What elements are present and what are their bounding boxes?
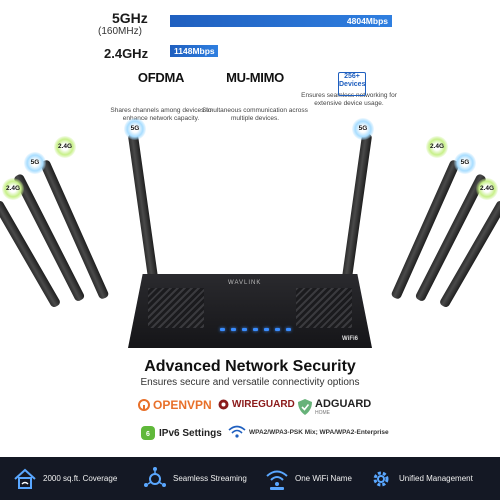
band-5ghz-label: 5GHz [112,10,148,26]
wireguard-icon [218,399,229,410]
streaming-icon [144,466,166,487]
led-indicator [253,328,258,331]
openvpn-label: OPENVPN [153,398,212,412]
led-indicator [275,328,280,331]
footer-coverage-label: 2000 sq.ft. Coverage [43,474,118,483]
antenna-right-4 [340,132,373,293]
footer-wifi-name-label: One WiFi Name [295,474,352,483]
speed-bar-5ghz: 4804Mbps [170,15,392,27]
footer-streaming: Seamless Streaming [142,457,247,500]
antenna-band-label: 2.4G [54,136,76,158]
feature-mu-mimo: MU-MIMO Simultaneous communication acros… [200,70,310,123]
devices-badge-label: Devices [339,81,366,88]
feature-footer-bar: 2000 sq.ft. Coverage Seamless Streaming … [0,457,500,500]
ipv6-settings: 6 IPv6 Settings [140,425,222,441]
footer-coverage: 2000 sq.ft. Coverage [12,457,117,500]
led-indicator [220,328,225,331]
footer-management: Unified Management [368,457,473,500]
footer-streaming-label: Seamless Streaming [173,474,247,483]
antenna-band-label: 5G [352,118,374,140]
router-led-row [220,328,291,331]
security-title: Advanced Network Security [144,358,356,375]
antenna-band-label: 5G [124,118,146,140]
led-indicator [264,328,269,331]
gear-icon [373,471,389,486]
band-24ghz-label: 2.4GHz [104,46,149,61]
devices-badge-count: 256+ [344,73,360,80]
wifi6-logo: WiFi6 [342,336,358,342]
router-vent-right [296,288,352,328]
antenna-band-label: 5G [454,152,476,174]
security-subtitle: Ensures secure and versatile connectivit… [140,377,360,388]
speed-value-5ghz: 4804Mbps [346,16,388,26]
wpa-encryption: WPA2/WPA3-PSK Mix; WPA/WPA2-Enterprise [228,425,389,439]
footer-management-label: Unified Management [399,474,473,483]
svg-text:6: 6 [146,431,150,438]
ipv6-label: IPv6 Settings [159,427,222,439]
feature-title: MU-MIMO [226,70,284,85]
wifi-icon [266,470,288,490]
router-brand-logo: WAVLINK [228,280,262,286]
ipv6-icon: 6 [141,426,155,440]
openvpn-icon [138,399,150,411]
adguard-label: ADGUARD [315,398,372,410]
led-indicator [286,328,291,331]
coverage-icon [14,468,36,489]
antenna-band-label: 2.4G [426,136,448,158]
antenna-band-label: 2.4G [2,178,24,200]
adguard-logo: ADGUARD HOME [298,398,371,416]
speed-value-24ghz: 1148Mbps [174,46,215,56]
antenna-band-label: 2.4G [476,178,498,200]
adguard-shield-icon [298,399,312,415]
led-indicator [231,328,236,331]
wireguard-label: WIREGUARD [232,399,295,410]
footer-wifi-name: One WiFi Name [264,457,352,500]
feature-ofdma: OFDMA Shares channels among devices to e… [106,70,216,123]
router-vent-left [148,288,204,328]
feature-description: Shares channels among devices to enhance… [110,107,212,122]
antenna-band-label: 5G [24,152,46,174]
feature-description: Simultaneous communication across multip… [202,107,308,122]
wifi-shield-icon [228,425,246,438]
speed-bar-24ghz: 1148Mbps [170,45,218,57]
openvpn-logo: OPENVPN [138,398,212,412]
wireguard-logo: WIREGUARD [218,399,295,410]
router-body: WAVLINK WiFi6 [128,274,372,348]
band-5ghz-width-label: (160MHz) [98,26,142,37]
feature-title: OFDMA [137,70,185,85]
devices-badge-icon: 256+ Devices [338,72,366,96]
adguard-sublabel: HOME [315,410,330,416]
led-indicator [242,328,247,331]
wpa-label: WPA2/WPA3-PSK Mix; WPA/WPA2-Enterprise [249,428,389,436]
antenna-left-4 [127,132,160,293]
